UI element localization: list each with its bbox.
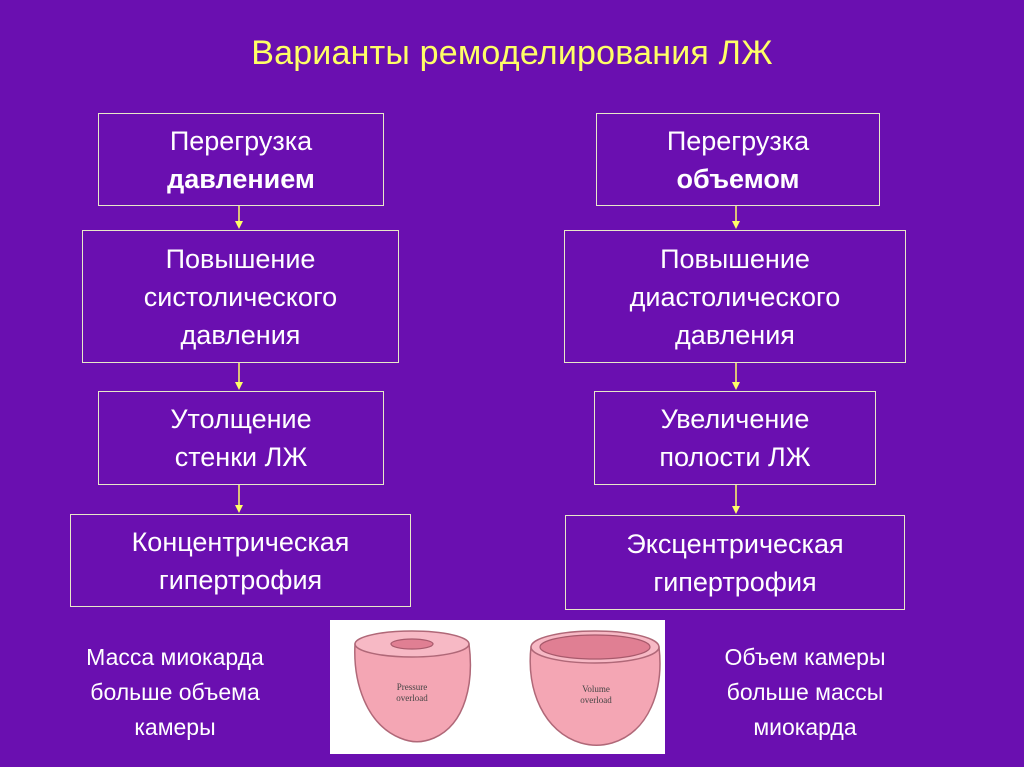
caption-line: больше объема — [90, 679, 260, 705]
box-line: гипертрофия — [653, 566, 817, 597]
pressure-overload-heart-icon — [354, 630, 472, 743]
caption-line: больше массы — [726, 679, 884, 705]
arrow-down-icon — [235, 485, 243, 513]
pressure-label-line2: overload — [396, 693, 428, 703]
box-line: стенки ЛЖ — [174, 442, 308, 472]
box-line: Концентрическая — [131, 526, 350, 557]
box-line: систолического — [143, 281, 338, 312]
right-caption: Объем камеры больше массы миокарда — [690, 640, 920, 745]
box-line-bold: объемом — [676, 163, 800, 194]
box-line: Перегрузка — [666, 125, 810, 156]
right-box-volume-overload: Перегрузка объемом — [596, 113, 880, 206]
box-line: Повышение — [660, 243, 810, 274]
heart-illustration: Pressure overload Volume overload — [330, 620, 665, 754]
left-box-concentric-hypertrophy: Концентрическая гипертрофия — [70, 514, 411, 607]
arrow-down-icon — [732, 485, 740, 514]
caption-line: камеры — [134, 714, 216, 740]
volume-label-line1: Volume — [582, 684, 610, 694]
box-line: Утолщение — [170, 404, 312, 434]
right-box-diastolic-pressure: Повышение диастолического давления — [564, 230, 906, 363]
box-line: Повышение — [165, 243, 316, 274]
left-box-wall-thickening: Утолщение стенки ЛЖ — [98, 391, 384, 485]
box-line: Эксцентрическая — [626, 528, 844, 559]
box-line-bold: давлением — [167, 163, 315, 194]
box-line: давления — [180, 319, 301, 350]
box-line: диастолического — [629, 281, 841, 312]
caption-line: миокарда — [753, 714, 857, 740]
arrow-down-icon — [732, 363, 740, 390]
arrow-down-icon — [732, 206, 740, 229]
pressure-label-line1: Pressure — [397, 682, 428, 692]
box-line: гипертрофия — [158, 564, 323, 595]
arrow-down-icon — [235, 206, 243, 229]
box-line: Перегрузка — [169, 125, 313, 156]
volume-overload-heart-icon — [529, 630, 661, 746]
box-line: Увеличение — [660, 404, 810, 434]
caption-line: Масса миокарда — [86, 644, 264, 670]
caption-line: Объем камеры — [724, 644, 886, 670]
left-box-pressure-overload: Перегрузка давлением — [98, 113, 384, 206]
left-caption: Масса миокарда больше объема камеры — [55, 640, 295, 745]
right-box-cavity-enlargement: Увеличение полости ЛЖ — [594, 391, 876, 485]
volume-label-line2: overload — [580, 695, 612, 705]
right-box-eccentric-hypertrophy: Эксцентрическая гипертрофия — [565, 515, 905, 610]
arrow-down-icon — [235, 363, 243, 390]
box-line: давления — [675, 319, 795, 350]
box-line: полости ЛЖ — [659, 442, 811, 472]
page-title: Варианты ремоделирования ЛЖ — [251, 34, 773, 72]
left-box-systolic-pressure: Повышение систолического давления — [82, 230, 399, 363]
